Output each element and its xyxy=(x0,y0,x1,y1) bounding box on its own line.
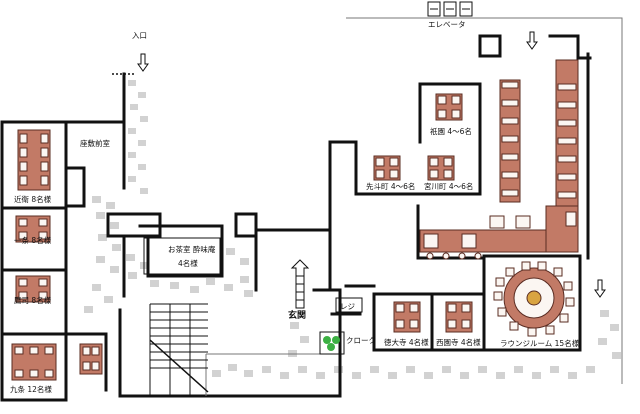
room-kujo-label: 九条 12名様 xyxy=(10,384,52,394)
counter xyxy=(419,205,579,260)
plant-icon xyxy=(323,336,340,351)
cloak-label: クローク xyxy=(346,336,376,345)
room-pontocho-label: 先斗町 4～6名 xyxy=(366,181,415,191)
staircase xyxy=(149,303,209,396)
tearoom-capacity: 4名様 xyxy=(178,258,198,268)
table-pontocho xyxy=(373,155,401,181)
genkan-label: 玄関 xyxy=(288,309,306,321)
room-saionji-label: 西園寺 4名様 xyxy=(436,337,481,347)
outer-boundary xyxy=(205,17,623,396)
arrow-down-icon xyxy=(526,31,538,50)
table-gion xyxy=(435,93,463,121)
table-konoe xyxy=(17,129,51,191)
table-takatsukasa xyxy=(15,275,51,303)
room-lounge-label: ラウンジルーム 15名様 xyxy=(500,338,580,348)
entrance-label: 入口 xyxy=(132,31,147,40)
elevator-icon xyxy=(427,1,473,17)
table-kujo xyxy=(11,343,57,381)
table-daitokuji xyxy=(393,301,421,333)
table-saionji xyxy=(445,301,473,333)
stepping-stone-path xyxy=(84,80,621,379)
arrow-down-icon xyxy=(594,279,606,298)
anteroom-label: 座敷前室 xyxy=(80,138,110,148)
lounge-table xyxy=(493,261,575,337)
table-miyagawacho xyxy=(427,155,455,181)
walls xyxy=(0,34,592,402)
long-table-left xyxy=(499,79,521,203)
table-anteroom xyxy=(79,343,103,375)
room-daitokuji-label: 徳大寺 4名様 xyxy=(384,337,429,347)
arrow-up-icon xyxy=(290,259,310,309)
room-gion-label: 祇園 4～6名 xyxy=(430,126,472,136)
room-ichijo-label: 一条 8名様 xyxy=(14,235,52,245)
table-ichijo xyxy=(15,215,51,243)
register-label: レジ xyxy=(340,302,355,311)
room-konoe-label: 近衛 8名様 xyxy=(14,194,52,204)
arrow-down-icon xyxy=(137,53,149,72)
long-table-right xyxy=(555,59,579,209)
elevator-label: エレベータ xyxy=(428,20,466,29)
room-miyagawacho-label: 宮川町 4～6名 xyxy=(424,181,473,191)
tearoom-label: お茶室 酔味庵 xyxy=(168,244,216,254)
room-takatsukasa-label: 鷹司 8名様 xyxy=(14,295,52,305)
